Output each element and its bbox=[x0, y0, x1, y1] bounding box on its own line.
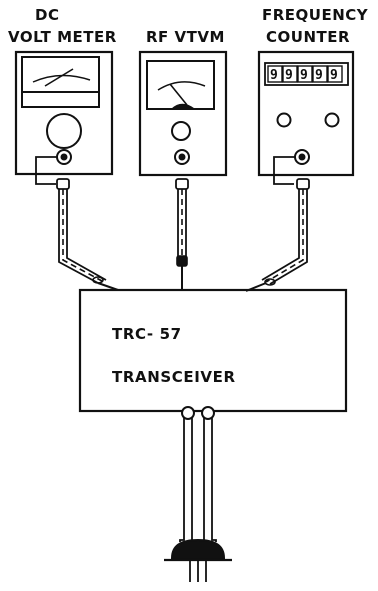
frequency-counter-case bbox=[257, 50, 355, 177]
rf-vtvm-scale-arc bbox=[157, 81, 206, 91]
transceiver-box bbox=[78, 288, 348, 413]
transceiver-output-leads bbox=[179, 406, 217, 542]
frequency-counter bbox=[257, 50, 355, 185]
counter-digit: 9 bbox=[270, 68, 278, 83]
dc-voltmeter-probe-cable bbox=[56, 178, 119, 291]
dc-voltmeter-needle bbox=[44, 68, 74, 87]
rf-vtvm bbox=[138, 50, 228, 177]
rf-vtvm-case bbox=[138, 50, 228, 177]
counter-digit: 9 bbox=[285, 68, 293, 83]
dc-voltmeter-knob bbox=[46, 113, 82, 149]
dc-voltmeter-label-line1: DC bbox=[35, 6, 59, 24]
counter-digit: 9 bbox=[330, 68, 338, 83]
dc-voltmeter-scale-arc bbox=[32, 74, 91, 83]
rf-vtvm-knob bbox=[171, 121, 191, 141]
dc-voltmeter-case bbox=[14, 50, 114, 176]
dc-voltmeter-meter-face bbox=[21, 56, 100, 108]
counter-digit-cells bbox=[267, 65, 343, 83]
frequency-counter-label-line2: COUNTER bbox=[266, 28, 350, 46]
frequency-counter-display bbox=[264, 62, 349, 86]
rf-vtvm-needle bbox=[169, 83, 188, 106]
counter-digit: 9 bbox=[315, 68, 323, 83]
counter-digits: 9 9 9 9 9 bbox=[270, 68, 338, 83]
transceiver-name-label: TRANSCEIVER bbox=[112, 368, 236, 386]
frequency-counter-probe-cable bbox=[245, 178, 310, 292]
frequency-counter-label-line1: FREQUENCY bbox=[262, 6, 369, 24]
plug-connector-icon bbox=[164, 538, 232, 582]
counter-digit: 9 bbox=[300, 68, 308, 83]
frequency-counter-knob-right bbox=[324, 112, 340, 128]
rf-vtvm-connector bbox=[174, 149, 190, 165]
rf-vtvm-probe-cable bbox=[175, 178, 189, 290]
dc-voltmeter bbox=[14, 50, 114, 185]
dc-voltmeter-label-line2: VOLT METER bbox=[8, 28, 117, 46]
frequency-counter-knob-left bbox=[276, 112, 292, 128]
transceiver-model-label: TRC- 57 bbox=[112, 325, 182, 343]
rf-vtvm-label: RF VTVM bbox=[146, 28, 225, 46]
